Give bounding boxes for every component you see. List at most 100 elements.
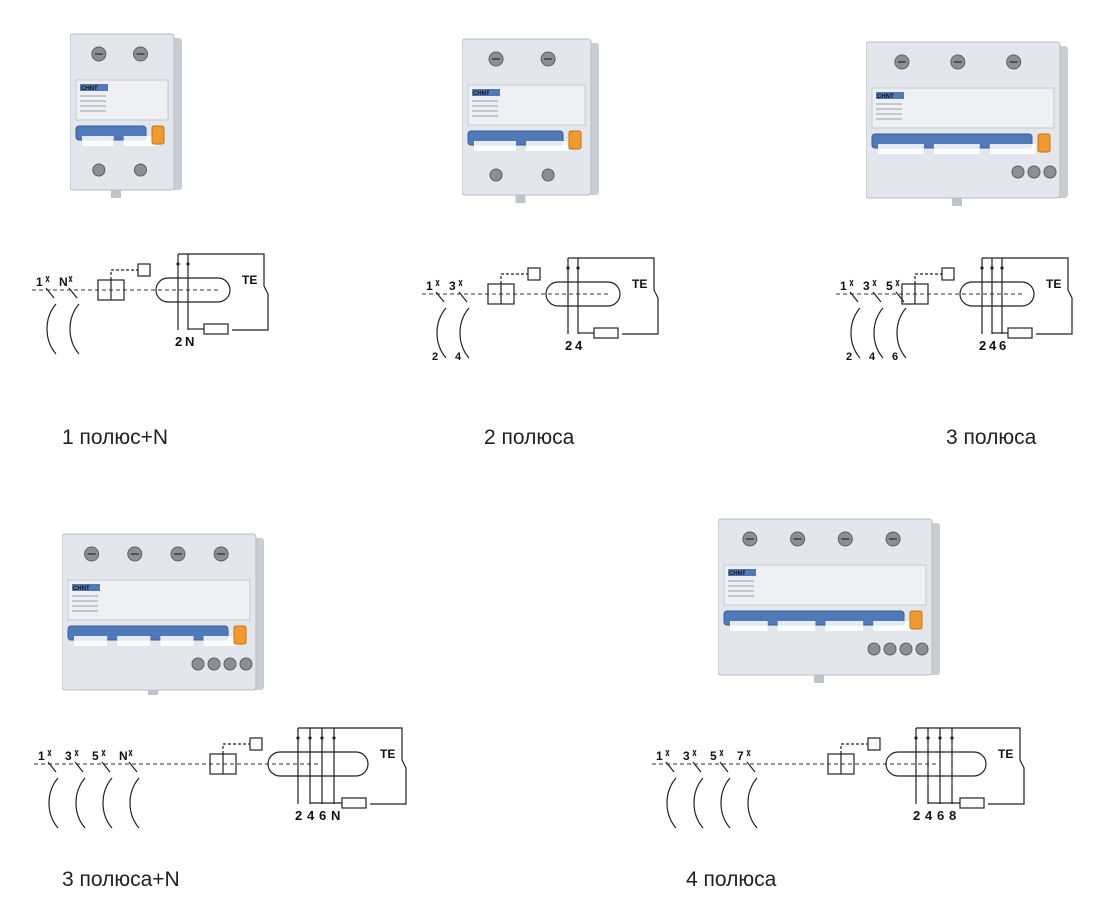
junction-dot	[980, 266, 984, 270]
terminal-screw	[489, 168, 503, 182]
terminal-screw	[1043, 165, 1057, 179]
breaker-photo: CHNT	[718, 518, 940, 683]
handle-gap	[82, 136, 114, 146]
device-caption: 1 полюс+N	[62, 426, 169, 449]
switch-blade	[74, 761, 84, 773]
test-resistor	[959, 797, 985, 809]
relay-link	[110, 269, 138, 280]
terminal-screw	[223, 657, 237, 671]
brand-logo: CHNT	[73, 586, 90, 592]
handle-gap	[730, 621, 768, 631]
test-circuit	[982, 257, 1073, 335]
breaker-photo: CHNT	[70, 33, 182, 198]
terminal-screw	[915, 642, 929, 656]
junction-dot	[1000, 266, 1004, 270]
handle-gap	[74, 636, 108, 646]
switch-blade	[665, 761, 675, 773]
contact-mark	[45, 275, 50, 283]
relay-box	[941, 267, 955, 281]
terminal-label: 4	[925, 808, 933, 823]
junction-dot	[938, 736, 942, 740]
test-button	[568, 130, 582, 150]
test-label: TE	[632, 277, 647, 291]
switch-blade	[872, 291, 882, 303]
conductor	[69, 303, 80, 355]
current-transformer	[885, 751, 987, 777]
test-button	[233, 625, 247, 645]
handle-gap	[873, 621, 911, 631]
terminal-label: 4	[869, 351, 876, 363]
conductor	[102, 777, 113, 829]
contact-mark	[746, 749, 751, 757]
contact-mark	[68, 275, 73, 283]
brand-logo: CHNT	[729, 571, 746, 577]
test-circuit	[298, 727, 407, 805]
brand-logo: CHNT	[473, 91, 490, 97]
current-transformer	[267, 751, 369, 777]
terminal-label: 4	[575, 338, 583, 353]
test-label: TE	[998, 747, 1013, 761]
junction-dot	[308, 736, 312, 740]
junction-dot	[990, 266, 994, 270]
brand-badge	[72, 584, 100, 591]
switch-blade	[435, 291, 445, 303]
terminal-screw	[207, 657, 221, 671]
switch-blade	[895, 291, 905, 303]
brand-badge	[80, 84, 108, 91]
handle-gap	[825, 621, 864, 631]
contact-mark	[692, 749, 697, 757]
contact-mark	[665, 749, 670, 757]
test-button	[151, 125, 165, 145]
junction-dot	[296, 736, 300, 740]
current-transformer	[545, 281, 621, 307]
terminal-label: 5	[886, 279, 893, 293]
switch-blade	[746, 761, 756, 773]
test-label: TE	[380, 747, 395, 761]
terminal-label: 4	[989, 338, 997, 353]
test-resistor	[341, 797, 367, 809]
brand-logo: CHNT	[81, 86, 98, 92]
conductor	[129, 777, 140, 829]
terminal-label: 3	[65, 749, 72, 763]
junction-dot	[176, 262, 180, 266]
switch-blade	[47, 761, 57, 773]
terminal-label: 5	[710, 749, 717, 763]
terminal-label: 8	[949, 808, 956, 823]
terminal-screw	[134, 163, 147, 177]
terminal-label: N	[331, 808, 340, 823]
conductor	[48, 777, 59, 829]
din-clip	[111, 190, 121, 198]
handle-gap	[989, 144, 1036, 154]
test-resistor	[203, 323, 229, 335]
breaker-photo: CHNT	[462, 38, 599, 203]
conductor	[896, 307, 907, 359]
terminal-label: 2	[846, 351, 852, 363]
terminal-label: 5	[92, 749, 99, 763]
terminal-label: 2	[295, 808, 302, 823]
terminal-screw	[541, 168, 555, 182]
test-circuit	[916, 727, 1025, 805]
breaker-photo: CHNT	[62, 533, 264, 695]
test-circuit	[178, 253, 269, 331]
terminal-label: 6	[319, 808, 326, 823]
relay-link	[914, 273, 942, 284]
terminal-label: N	[185, 334, 194, 349]
terminal-screw	[92, 163, 106, 177]
relay-link	[840, 743, 868, 754]
test-circuit	[568, 257, 659, 335]
handle-gap	[878, 144, 924, 154]
conductor	[873, 307, 884, 359]
din-clip	[148, 690, 158, 695]
contact-mark	[458, 279, 463, 287]
switch-blade	[128, 761, 138, 773]
conductor	[666, 777, 677, 829]
terminal-label: 6	[892, 351, 898, 363]
terminal-label: 3	[683, 749, 690, 763]
terminal-label: 3	[863, 279, 870, 293]
test-button	[1037, 133, 1051, 153]
